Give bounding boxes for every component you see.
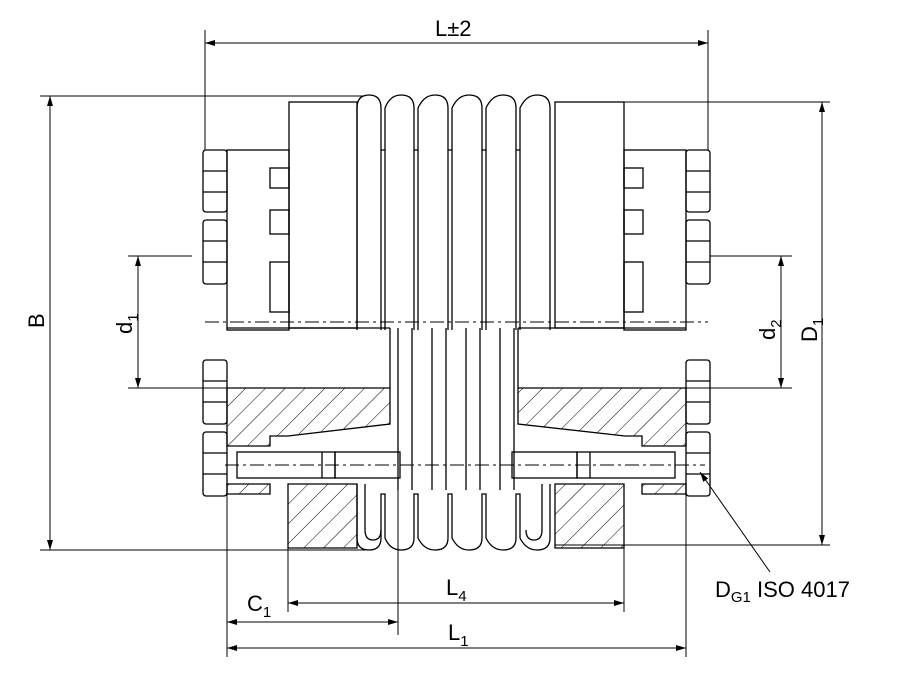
left-hub-section [226,387,391,549]
left-bolt-heads [202,149,228,497]
center-lines [205,321,708,466]
left-hub-upper [226,101,391,388]
label-L4: L4 [446,575,467,605]
right-bolt-heads [685,149,711,497]
leader-DG1 [699,471,771,573]
right-hub-upper [517,101,687,388]
label-D1: D1 [797,318,827,342]
bellows-center-tubes [397,328,515,490]
label-B: B [24,313,49,328]
lower-bellows [356,484,551,551]
label-DG1: DG1 ISO 4017 [715,577,850,606]
label-L-pm-2: L±2 [435,16,472,41]
label-C1: C1 [247,591,271,621]
upper-bellows [356,94,551,330]
right-hub-section [517,387,687,549]
label-d2: d2 [755,319,785,340]
label-L1: L1 [448,620,469,650]
label-d1: d1 [112,313,142,334]
